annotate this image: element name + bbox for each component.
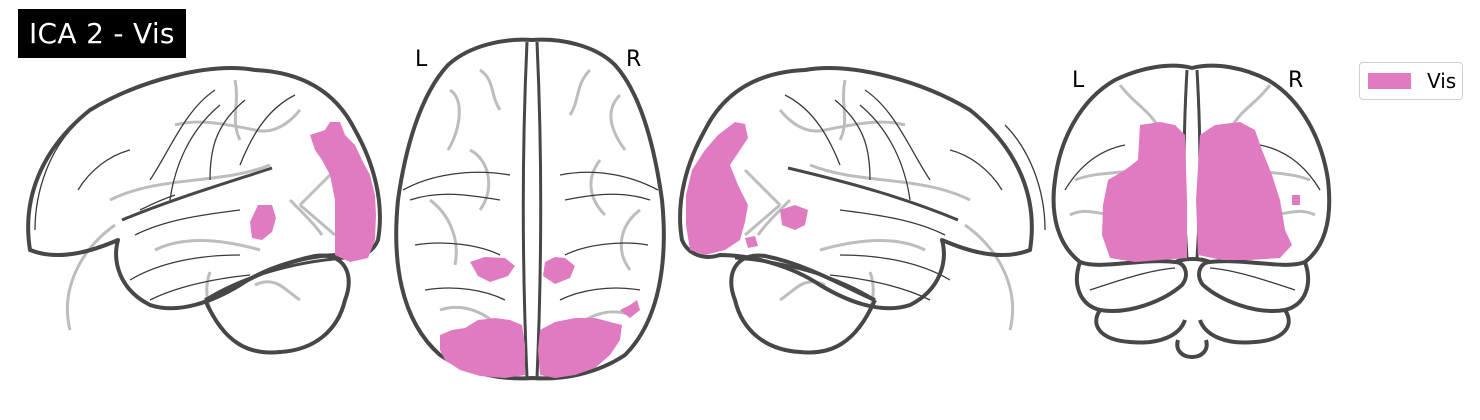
figure-title: ICA 2 - Vis <box>18 9 186 58</box>
coronal-left-label: L <box>1072 68 1085 93</box>
legend-label: Vis <box>1427 69 1457 93</box>
axial-left-label: L <box>415 47 428 72</box>
coronal-right-label: R <box>1288 68 1303 93</box>
coronal-view: L R <box>1051 63 1332 359</box>
axial-view: L R <box>394 37 666 381</box>
sagittal-left-view <box>26 66 382 355</box>
legend-swatch <box>1368 73 1411 89</box>
axial-right-label: R <box>626 47 641 72</box>
legend: Vis <box>1359 62 1463 100</box>
sagittal-right-view <box>678 66 1046 355</box>
